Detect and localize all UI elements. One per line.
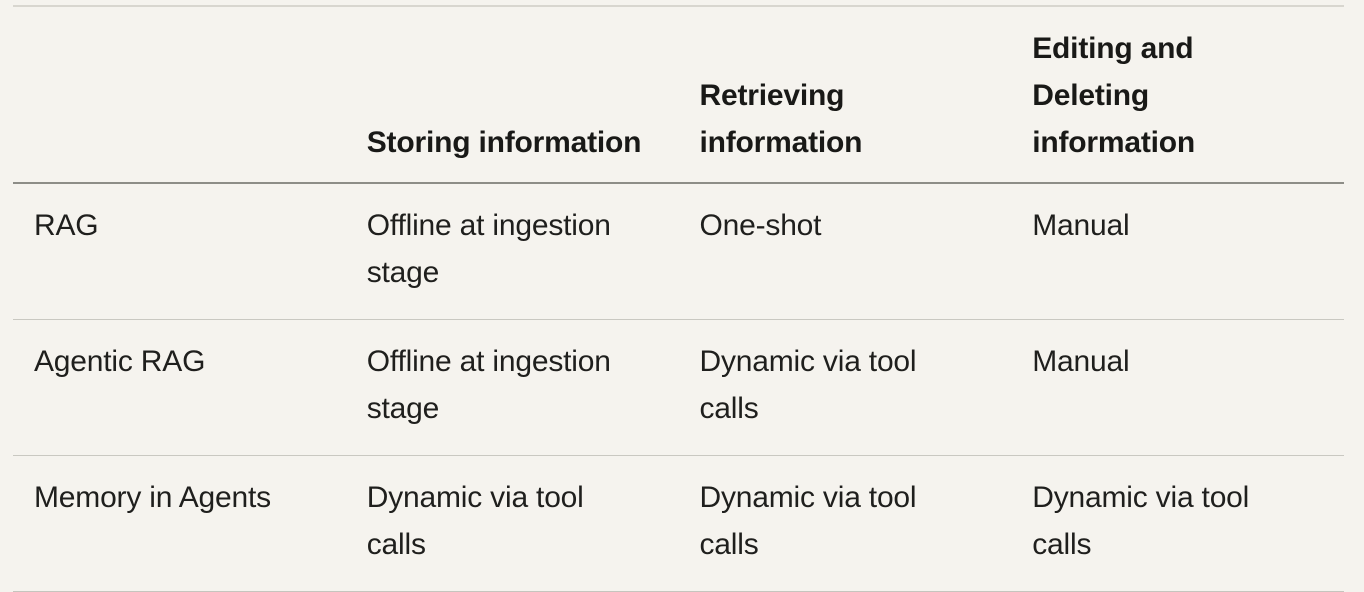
row-label-memory-in-agents: Memory in Agents (34, 481, 271, 514)
column-header-empty (13, 6, 346, 184)
row-label-agentic-rag: Agentic RAG (13, 319, 346, 456)
cell-memory-editing: Dynamic via tool calls (1032, 481, 1250, 561)
table-row: Agentic RAG Offline at ingestion stage D… (13, 319, 1344, 456)
column-header-editing-deleting: Editing and Deleting information (1011, 6, 1344, 184)
header-row: Storing information Retrieving informati… (13, 6, 1344, 184)
table-row: Memory in Agents Dynamic via tool calls … (13, 456, 1344, 592)
cell-memory-retrieving: Dynamic via tool calls (699, 481, 917, 561)
column-header-storing: Storing information (345, 6, 679, 184)
row-label-rag: RAG (13, 183, 346, 320)
cell-rag-retrieving: One-shot (678, 183, 1012, 320)
table-row: RAG Offline at ingestion stage One-shot … (13, 183, 1344, 320)
table-header: Storing information Retrieving informati… (13, 6, 1344, 184)
cell-memory-storing: Dynamic via tool calls (366, 481, 584, 561)
cell-rag-editing: Manual (1011, 183, 1344, 320)
cell-agentic-rag-retrieving: Dynamic via tool calls (678, 319, 1012, 456)
cell-agentic-rag-storing: Offline at ingestion stage (345, 319, 679, 456)
cell-rag-storing: Offline at ingestion stage (345, 183, 679, 320)
table-body: RAG Offline at ingestion stage One-shot … (13, 183, 1344, 592)
comparison-table: Storing information Retrieving informati… (13, 5, 1344, 592)
column-header-retrieving: Retrieving information (678, 6, 1012, 184)
cell-agentic-rag-editing: Manual (1011, 319, 1344, 456)
